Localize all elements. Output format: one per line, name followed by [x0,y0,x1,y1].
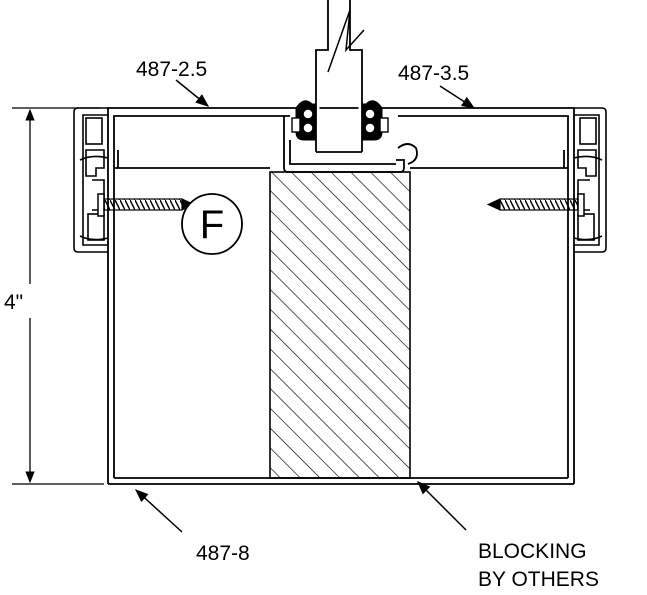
blocking-hatch [269,171,411,479]
right-jamb-profile [573,107,607,253]
frame-outline [107,107,575,485]
right-screw-icon [486,193,585,217]
leader-lines [135,79,476,533]
label-blocking-line1: BLOCKING [478,540,587,563]
glass-panel [315,0,365,153]
height-dimension-label: 4" [4,291,23,314]
detail-marker-letter: F [200,203,224,247]
height-dimension [12,107,104,485]
left-screw-icon [97,193,196,217]
left-jamb-profile [73,107,109,253]
label-part-left-top: 487-2.5 [136,58,207,81]
glazing-gaskets [291,100,389,141]
label-part-right-top: 487-3.5 [398,62,469,85]
label-blocking-line2: BY OTHERS [478,568,599,591]
detail-marker: F [181,193,243,255]
label-part-bottom: 487-8 [196,542,250,565]
